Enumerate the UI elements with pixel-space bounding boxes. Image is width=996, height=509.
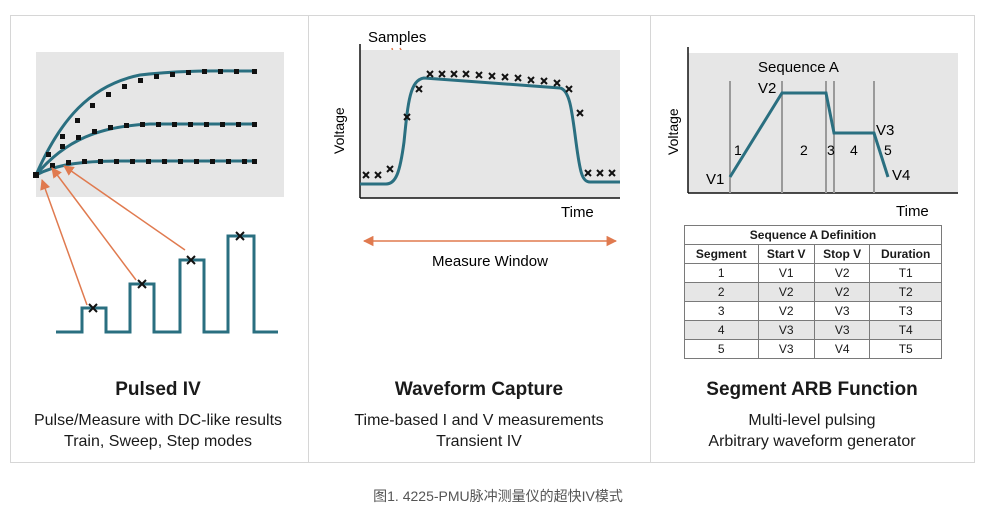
panel-description-line: Train, Sweep, Step modes (64, 433, 252, 450)
table-cell: V2 (813, 263, 871, 283)
table-cell: V2 (757, 301, 815, 321)
table-title: Sequence A Definition (684, 225, 942, 244)
table-cell: T2 (869, 282, 942, 302)
table-cell: 2 (684, 282, 759, 302)
table-cell: 3 (684, 301, 759, 321)
table-header: Start V (757, 244, 815, 264)
segment-5-label: 5 (884, 142, 892, 158)
sequence-label: Sequence A (758, 59, 839, 76)
segment-1-label: 1 (734, 142, 742, 158)
table-row: 4 V3 V3 T4 (684, 320, 942, 340)
sequence-definition-table: Sequence A Definition Segment Start V St… (684, 225, 942, 359)
table-cell: V4 (813, 339, 871, 359)
samples-label: Samples (368, 29, 426, 46)
pulse-1-arrow (40, 179, 88, 306)
point-v4: V4 (892, 167, 910, 184)
table-row: 2 V2 V2 T2 (684, 282, 942, 302)
segment-4-label: 4 (850, 142, 858, 158)
panel-title-pulsed-iv: Pulsed IV (115, 379, 201, 400)
point-v1: V1 (706, 171, 724, 188)
table-header: Duration (869, 244, 942, 264)
panel-title-segment-arb: Segment ARB Function (706, 379, 918, 400)
panel-description-line: Pulse/Measure with DC-like results (33, 412, 283, 429)
table-cell: 5 (684, 339, 759, 359)
point-v3: V3 (876, 122, 894, 139)
pulse-2-arrow (51, 167, 137, 281)
table-header: Segment (684, 244, 759, 264)
y-axis-label: Voltage (665, 108, 681, 155)
panel-description-line: Time-based I and V measurements (354, 412, 604, 429)
table-cell: V3 (813, 320, 871, 340)
figure-frame (10, 15, 975, 463)
pulsed-iv-diagram (33, 52, 284, 334)
waveform-capture-diagram: Samples Voltage Time Measure Window (331, 29, 620, 270)
pulse-measure-markers (88, 231, 245, 313)
segment-2-label: 2 (800, 142, 808, 158)
iv-sample-points (33, 69, 257, 178)
x-axis-label: Time (561, 204, 594, 221)
table-cell: 4 (684, 320, 759, 340)
table-cell: V2 (813, 282, 871, 302)
table-cell: V1 (757, 263, 815, 283)
segment-arb-diagram: Voltage Sequence A V1 V2 V3 V4 1 2 3 4 5… (665, 47, 958, 220)
waveform-samples (362, 70, 616, 179)
point-v2: V2 (758, 80, 776, 97)
pulse-train (56, 234, 278, 334)
table-cell: T5 (869, 339, 942, 359)
panel-description-line: Transient IV (436, 433, 522, 450)
y-axis-label: Voltage (331, 107, 347, 154)
x-axis-label: Time (896, 203, 929, 220)
panel-divider (650, 15, 651, 463)
figure-caption: 图1. 4225-PMU脉冲测量仪的超快IV模式 (373, 488, 623, 504)
panel-title-waveform-capture: Waveform Capture (394, 379, 564, 400)
table-cell: V3 (757, 339, 815, 359)
table-cell: T3 (869, 301, 942, 321)
table-row: 3 V2 V3 T3 (684, 301, 942, 321)
table-cell: 1 (684, 263, 759, 283)
pulse-3-arrow (63, 165, 186, 251)
segment-3-label: 3 (827, 142, 835, 158)
table-row: 5 V3 V4 T5 (684, 339, 942, 359)
table-row: 1 V1 V2 T1 (684, 263, 942, 283)
table-header: Stop V (813, 244, 871, 264)
arb-waveform (728, 91, 890, 178)
table-cell: T4 (869, 320, 942, 340)
measure-window-label: Measure Window (432, 253, 548, 270)
table-cell: V3 (757, 320, 815, 340)
panel-divider (308, 15, 309, 463)
captured-waveform (360, 76, 620, 186)
panel-description-line: Multi-level pulsing (748, 412, 876, 429)
table-cell: V3 (813, 301, 871, 321)
table-cell: V2 (757, 282, 815, 302)
panel-description-line: Arbitrary waveform generator (708, 433, 916, 450)
table-cell: T1 (869, 263, 942, 283)
